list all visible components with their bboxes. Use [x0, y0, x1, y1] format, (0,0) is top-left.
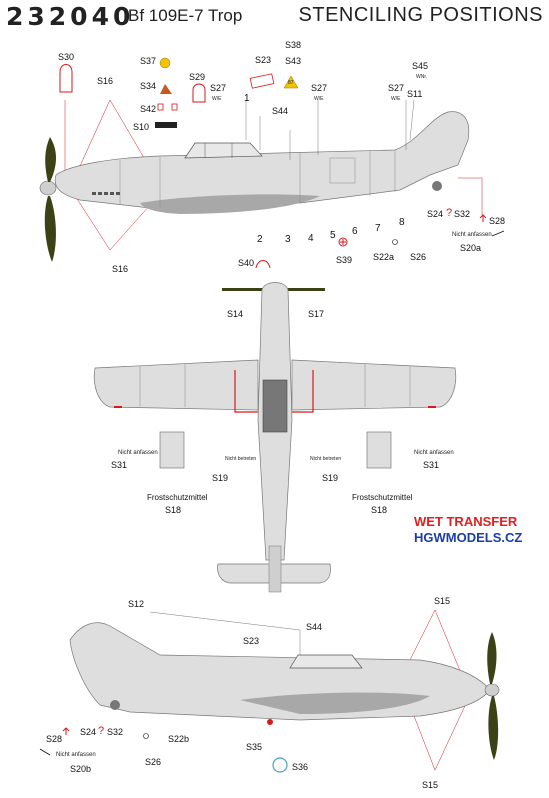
- label-s24: S24: [427, 209, 444, 219]
- label-s23: S23: [243, 636, 260, 646]
- kit-number: 232040: [6, 2, 135, 31]
- label-3: 3: [285, 234, 291, 245]
- label-s26: S26: [410, 252, 427, 262]
- label-s10: S10: [133, 122, 150, 132]
- label-s40: S40: [238, 258, 255, 268]
- label-frostschutzmittel: Frostschutzmittel: [352, 493, 413, 502]
- question-mark-icon: ?: [446, 207, 453, 219]
- label-s43: S43: [285, 56, 302, 66]
- label-nicht-betreten: Nicht betreten: [310, 456, 342, 462]
- label-s37: S37: [140, 56, 157, 66]
- label-s38: S38: [285, 40, 302, 50]
- label-s15: S15: [422, 780, 439, 790]
- label-we: W/E: [212, 96, 222, 102]
- label-s32: S32: [107, 727, 124, 737]
- label-s11: S11: [407, 89, 423, 99]
- label-8: 8: [399, 217, 405, 228]
- label-s26: S26: [145, 757, 162, 767]
- label-5: 5: [330, 230, 336, 241]
- label-87: 87: [288, 80, 294, 86]
- label-4: 4: [308, 233, 314, 244]
- label-we: W/E: [391, 96, 401, 102]
- page-title: STENCILING POSITIONS: [298, 4, 543, 26]
- label-s24: S24: [80, 727, 97, 737]
- label-s29: S29: [189, 72, 206, 82]
- label-2: 2: [257, 234, 263, 245]
- label-s30: S30: [58, 52, 75, 62]
- ring-icon: [272, 757, 288, 773]
- label-s20a: S20a: [460, 243, 482, 253]
- label-s18: S18: [371, 505, 388, 515]
- label-s16: S16: [112, 264, 129, 274]
- label-s17: S17: [308, 309, 325, 319]
- label-nicht-anfassen: Nicht anfassen: [56, 752, 96, 758]
- label-frostschutzmittel: Frostschutzmittel: [147, 493, 208, 502]
- label-s15: S15: [434, 596, 451, 606]
- label-s28: S28: [46, 734, 63, 744]
- label-s42: S42: [140, 104, 157, 114]
- up-arrow-icon: [479, 214, 487, 222]
- label-1: 1: [244, 93, 250, 104]
- label-s27: S27: [311, 83, 328, 93]
- label-nicht-betreten: Nicht betreten: [225, 456, 257, 462]
- model-name: Bf 109E-7 Trop: [128, 6, 243, 25]
- plan-view: [93, 282, 457, 593]
- label-s45: S45: [412, 61, 429, 71]
- label-s22b: S22b: [168, 734, 190, 744]
- label-6: 6: [352, 226, 358, 237]
- label-s23: S23: [255, 55, 272, 65]
- wet-transfer-label: WET TRANSFER: [414, 514, 518, 529]
- side-view-top: [39, 57, 505, 269]
- website-label: HGWMODELS.CZ: [414, 530, 523, 545]
- label-s20b: S20b: [70, 764, 92, 774]
- label-s12: S12: [128, 599, 145, 609]
- side-view-bottom: [39, 609, 500, 773]
- label-s31: S31: [111, 460, 128, 470]
- label-s36: S36: [292, 762, 309, 772]
- label-we: W/E: [314, 96, 324, 102]
- label-nicht-anfassen: Nicht anfassen: [118, 450, 158, 456]
- label-s14: S14: [227, 309, 244, 319]
- label-s22a: S22a: [373, 252, 395, 262]
- label-wnr: WNr.: [416, 74, 428, 80]
- label-s19: S19: [212, 473, 229, 483]
- cross-circle-icon: [338, 237, 348, 247]
- label-s28: S28: [489, 216, 506, 226]
- label-nicht-anfassen: Nicht anfassen: [452, 232, 492, 238]
- label-nicht-anfassen: Nicht anfassen: [414, 450, 454, 456]
- label-s16: S16: [97, 76, 114, 86]
- label-s18: S18: [165, 505, 182, 515]
- label-s32: S32: [454, 209, 471, 219]
- label-s27: S27: [388, 83, 405, 93]
- label-s27: S27: [210, 83, 227, 93]
- label-s19: S19: [322, 473, 339, 483]
- label-s44: S44: [306, 622, 323, 632]
- label-s31: S31: [423, 460, 440, 470]
- label-s39: S39: [336, 255, 353, 265]
- label-7: 7: [375, 223, 381, 234]
- label-s34: S34: [140, 81, 157, 91]
- label-s44: S44: [272, 106, 289, 116]
- label-s35: S35: [246, 742, 263, 752]
- question-mark-icon: ?: [98, 725, 105, 737]
